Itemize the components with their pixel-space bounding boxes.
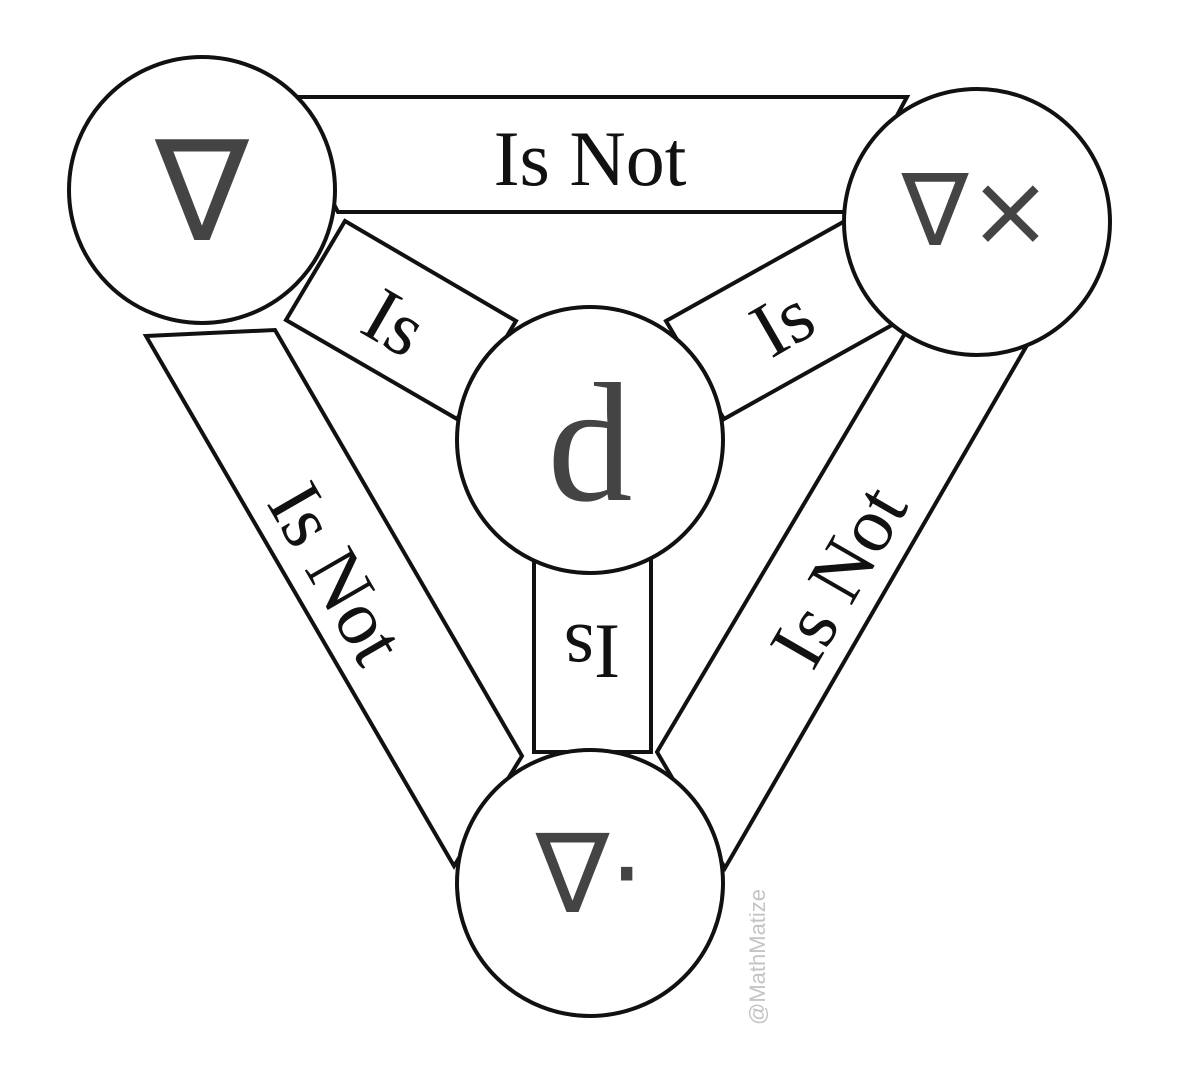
label-gradient-curl: Is Not: [494, 115, 687, 202]
curl-symbol: ∇×: [901, 152, 1053, 269]
node-curl: [842, 87, 1112, 357]
node-gradient: [67, 55, 337, 325]
divergence-symbol: ∇·: [535, 810, 645, 938]
band-gradient-divergence: [142, 327, 525, 870]
node-divergence: [455, 748, 725, 1018]
node-exterior-derivative: [455, 305, 725, 575]
gradient-symbol: ∇: [154, 111, 250, 274]
watermark: @MathMatize: [745, 889, 770, 1025]
label-divergence-d: Is: [564, 609, 620, 696]
exterior-derivative-symbol: d: [548, 349, 633, 537]
